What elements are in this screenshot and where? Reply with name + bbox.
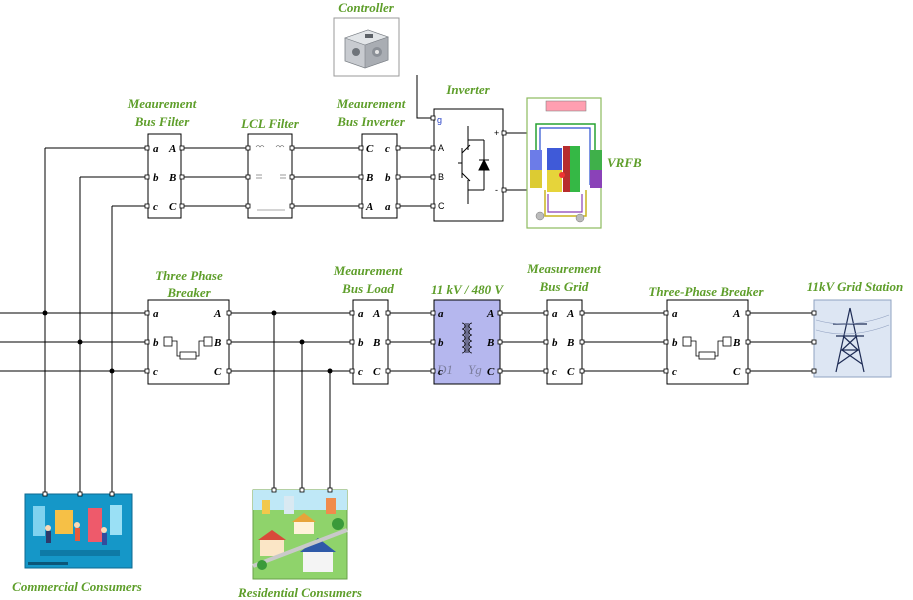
svg-text:c: c [438, 366, 443, 378]
three-phase-breaker-left-block[interactable]: Three Phase Breaker a b c A B C [144, 268, 232, 385]
meas-bus-inverter-block[interactable]: Meaurement Bus Inverter C B A c b a [336, 96, 406, 219]
svg-text:C: C [373, 366, 381, 378]
top-wires [45, 75, 527, 207]
svg-text:C: C [214, 366, 222, 378]
svg-text:B: B [168, 172, 176, 184]
junction-dots [42, 310, 333, 374]
svg-text:b: b [358, 337, 364, 349]
meas-bus-inverter-ports: C B A c b a [358, 143, 401, 213]
breaker-left-label-1: Three Phase [155, 268, 223, 283]
inverter-port-minus: - [495, 185, 498, 195]
meas-bus-filter-ports: a b c A B C [144, 143, 185, 213]
inverter-port-C: C [438, 201, 445, 211]
svg-text:C: C [487, 366, 495, 378]
breaker-right-switch-icon [682, 336, 732, 360]
breaker-left-label-2: Breaker [166, 285, 211, 300]
svg-text:b: b [153, 337, 159, 349]
controller-device-icon [344, 29, 389, 69]
lcl-filter-internal-icon [255, 145, 286, 211]
residential-consumers-label: Residential Consumers [237, 585, 362, 600]
transformer-block[interactable]: 11 kV / 480 V D1 Yg a b c A B C [430, 282, 504, 385]
meas-bus-filter-block[interactable]: Meaurement Bus Filter a b c A B C [127, 96, 197, 219]
inverter-port-g: g [437, 115, 442, 125]
meas-bus-inverter-label-1: Meaurement [336, 96, 406, 111]
residential-consumers-block[interactable]: Residential Consumers [237, 487, 362, 600]
inverter-port-A: A [438, 143, 444, 153]
vrfb-label: VRFB [607, 155, 642, 170]
lcl-filter-block[interactable]: LCL Filter [240, 116, 300, 219]
svg-text:a: a [153, 308, 159, 320]
transformer-label: 11 kV / 480 V [431, 282, 504, 297]
inverter-block[interactable]: Inverter g A B C + - [430, 82, 507, 222]
svg-text:B: B [365, 172, 373, 184]
svg-text:b: b [153, 172, 159, 184]
meas-bus-grid-label-2: Bus Grid [539, 279, 589, 294]
meas-bus-filter-label-1: Meaurement [127, 96, 197, 111]
svg-text:c: c [552, 366, 557, 378]
svg-text:C: C [169, 201, 177, 213]
svg-text:A: A [168, 143, 176, 155]
svg-text:A: A [732, 308, 740, 320]
battery-flow-icon [530, 100, 602, 223]
inverter-port-B: B [438, 172, 444, 182]
svg-text:a: a [552, 308, 558, 320]
breaker-left-switch-icon [163, 336, 213, 360]
svg-text:A: A [213, 308, 221, 320]
svg-text:A: A [566, 308, 574, 320]
svg-text:c: c [385, 143, 390, 155]
svg-text:A: A [486, 308, 494, 320]
transformer-primary-label: D1 [436, 362, 453, 377]
svg-text:c: c [153, 366, 158, 378]
inverter-label: Inverter [445, 82, 490, 97]
svg-text:B: B [213, 337, 221, 349]
svg-text:a: a [438, 308, 444, 320]
svg-text:a: a [385, 201, 391, 213]
svg-text:B: B [732, 337, 740, 349]
svg-text:c: c [672, 366, 677, 378]
svg-text:b: b [438, 337, 444, 349]
svg-text:b: b [385, 172, 391, 184]
three-phase-breaker-right-block[interactable]: Three-Phase Breaker a b c A B C [648, 284, 765, 385]
meas-bus-load-label-2: Bus Load [341, 281, 394, 296]
controller-label: Controller [338, 0, 395, 15]
svg-text:C: C [366, 143, 374, 155]
svg-text:B: B [566, 337, 574, 349]
svg-text:a: a [358, 308, 364, 320]
commercial-people-icon [28, 505, 122, 565]
svg-text:C: C [567, 366, 575, 378]
grid-station-label: 11kV Grid Station [807, 279, 904, 294]
svg-text:B: B [372, 337, 380, 349]
inverter-port-plus: + [494, 128, 499, 138]
svg-text:c: c [358, 366, 363, 378]
grid-station-block[interactable]: 11kV Grid Station [807, 279, 904, 378]
commercial-consumers-block[interactable]: Commercial Consumers [12, 491, 142, 594]
meas-bus-load-block[interactable]: Meaurement Bus Load a b c A B C [333, 263, 403, 385]
controller-block[interactable]: Controller [333, 0, 400, 77]
svg-text:C: C [733, 366, 741, 378]
igbt-diode-icon [458, 126, 490, 204]
transformer-coil-icon [461, 322, 473, 354]
breaker-right-label: Three-Phase Breaker [648, 284, 764, 299]
svg-text:A: A [365, 201, 373, 213]
svg-text:a: a [672, 308, 678, 320]
transformer-secondary-label: Yg [468, 362, 482, 377]
meas-bus-grid-block[interactable]: Measurement Bus Grid a b c A B C [526, 261, 601, 385]
residential-town-icon [252, 490, 348, 572]
svg-text:a: a [153, 143, 159, 155]
svg-text:B: B [486, 337, 494, 349]
meas-bus-load-label-1: Meaurement [333, 263, 403, 278]
svg-text:b: b [672, 337, 678, 349]
meas-bus-inverter-label-2: Bus Inverter [336, 114, 405, 129]
svg-text:c: c [153, 201, 158, 213]
lcl-filter-label: LCL Filter [240, 116, 300, 131]
svg-text:A: A [372, 308, 380, 320]
commercial-consumers-label: Commercial Consumers [12, 579, 142, 594]
meas-bus-filter-label-2: Bus Filter [134, 114, 190, 129]
meas-bus-grid-label-1: Measurement [526, 261, 601, 276]
vrfb-block[interactable]: VRFB [526, 97, 642, 229]
bottom-wires [0, 148, 814, 494]
svg-text:b: b [552, 337, 558, 349]
transmission-tower-icon [815, 307, 890, 373]
